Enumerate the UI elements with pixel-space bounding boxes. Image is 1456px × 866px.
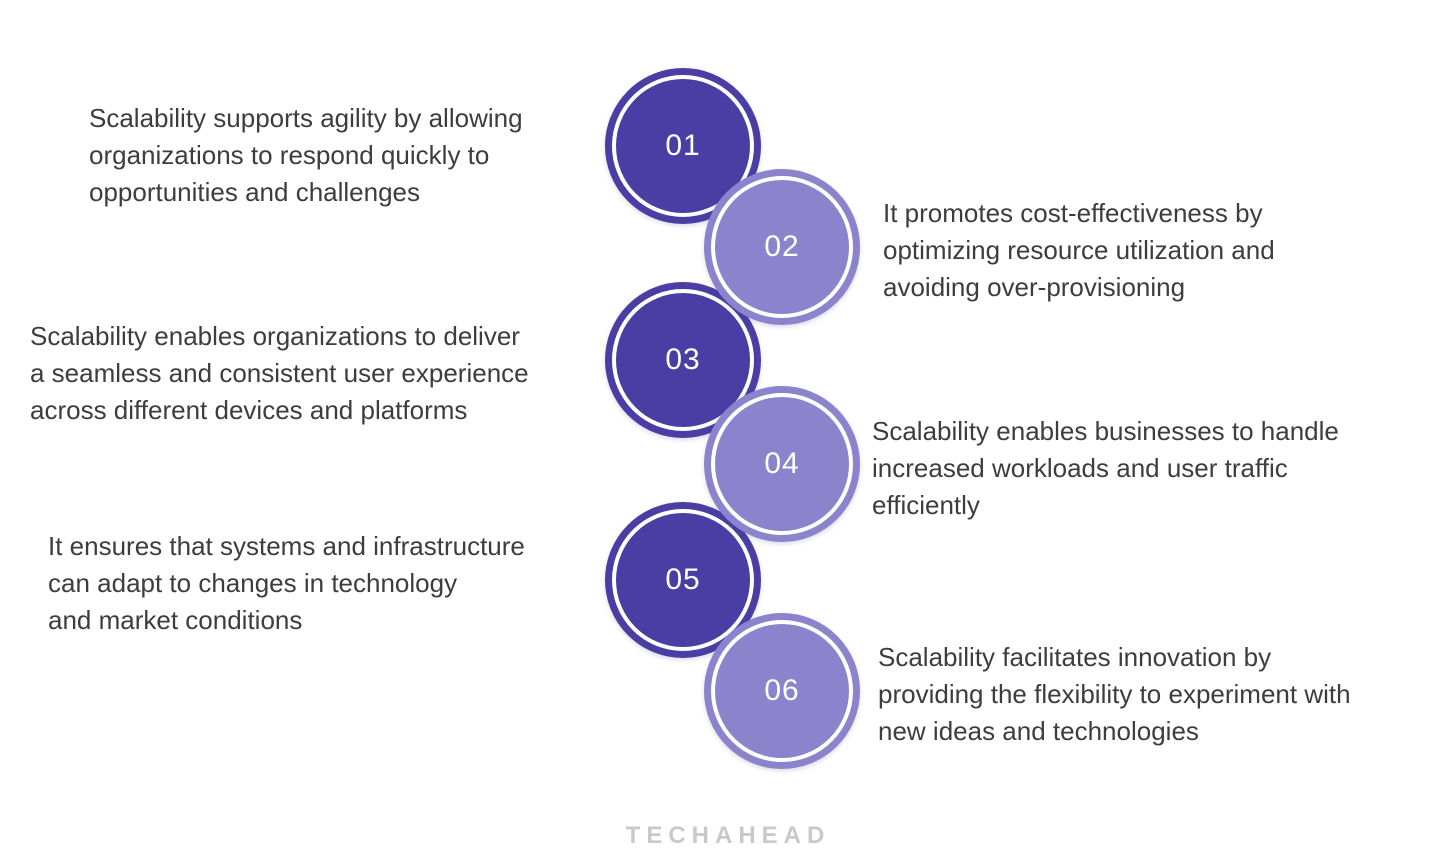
step-number-05: 05 xyxy=(665,563,701,596)
step-number-01: 01 xyxy=(665,129,701,162)
step-number-03: 03 xyxy=(665,343,701,376)
step-circle-06: 06 xyxy=(704,613,860,769)
step-circle-02: 02 xyxy=(704,169,860,325)
step-text-03: Scalability enables organizations to del… xyxy=(30,318,529,429)
step-text-02: It promotes cost-effectiveness by optimi… xyxy=(883,195,1275,306)
step-text-06-line-3: new ideas and technologies xyxy=(878,716,1199,746)
step-text-05-line-1: It ensures that systems and infrastructu… xyxy=(48,531,525,561)
step-text-01-line-3: opportunities and challenges xyxy=(89,177,421,207)
step-text-02-line-1: It promotes cost-effectiveness by xyxy=(883,198,1263,228)
step-text-06-line-1: Scalability facilitates innovation by xyxy=(878,642,1272,672)
step-text-04: Scalability enables businesses to handle… xyxy=(872,413,1339,524)
step-circle-05: 05 xyxy=(605,502,761,658)
step-text-02-line-3: avoiding over-provisioning xyxy=(883,272,1186,302)
step-text-01-line-1: Scalability supports agility by allowing xyxy=(89,103,523,133)
techahead-logo: TECHAHEAD xyxy=(625,822,831,849)
step-text-05-line-2: can adapt to changes in technology xyxy=(48,568,458,598)
step-text-03-line-1: Scalability enables organizations to del… xyxy=(30,321,520,351)
step-text-01: Scalability supports agility by allowing… xyxy=(89,100,523,211)
step-text-04-line-3: efficiently xyxy=(872,490,980,520)
step-text-05-line-3: and market conditions xyxy=(48,605,303,635)
step-text-03-line-2: a seamless and consistent user experienc… xyxy=(30,358,529,388)
step-circle-04: 04 xyxy=(704,386,860,542)
step-text-02-line-2: optimizing resource utilization and xyxy=(883,235,1275,265)
step-text-05: It ensures that systems and infrastructu… xyxy=(48,528,525,639)
step-text-04-line-2: increased workloads and user traffic xyxy=(872,453,1288,483)
step-text-01-line-2: organizations to respond quickly to xyxy=(89,140,490,170)
step-number-02: 02 xyxy=(764,230,800,263)
step-number-04: 04 xyxy=(764,447,800,480)
step-circle-01: 01 xyxy=(605,68,761,224)
step-number-06: 06 xyxy=(764,674,800,707)
step-text-06-line-2: providing the flexibility to experiment … xyxy=(878,679,1351,709)
step-text-06: Scalability facilitates innovation by pr… xyxy=(878,639,1351,750)
step-text-04-line-1: Scalability enables businesses to handle xyxy=(872,416,1339,446)
step-text-03-line-3: across different devices and platforms xyxy=(30,395,468,425)
